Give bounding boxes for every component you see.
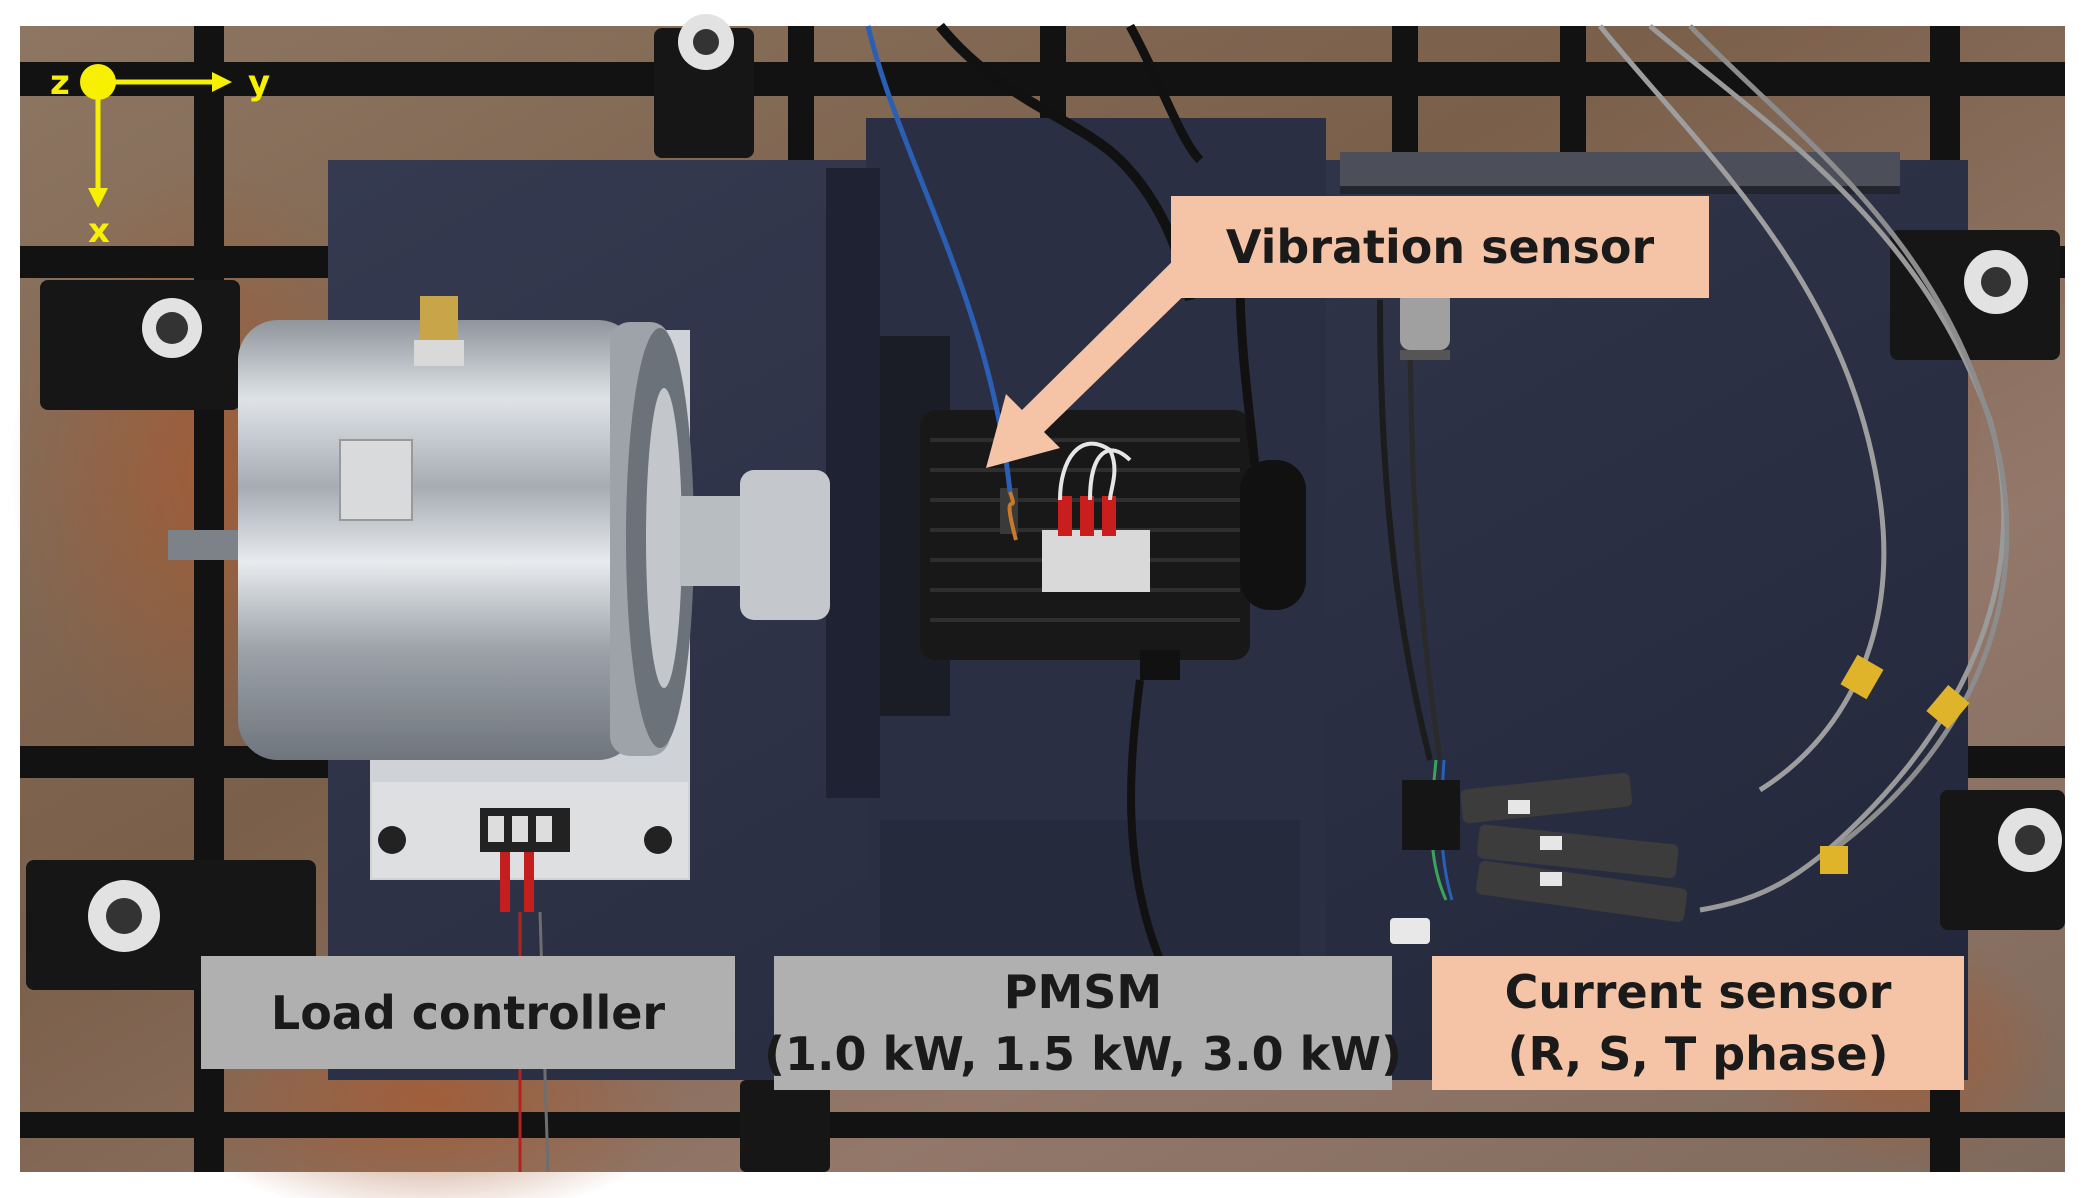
current-sensor-label: Current sensor (R, S, T phase) <box>1432 956 1964 1090</box>
load-controller-label-line-1: Load controller <box>270 985 666 1040</box>
load-controller-label: Load controller <box>201 956 735 1069</box>
current-sensor-label-line-2: (R, S, T phase) <box>1507 1027 1889 1081</box>
linear-guide-rail <box>1340 152 1900 186</box>
load-controller-unit <box>168 296 830 1173</box>
pmsm-motor <box>880 336 1306 716</box>
coordinate-axes-indicator <box>80 64 232 208</box>
cables <box>865 22 2010 962</box>
axis-label-y: y <box>248 63 271 103</box>
vibration-sensor-label: Vibration sensor <box>1171 196 1709 298</box>
pmsm-label-line-1: PMSM <box>1003 965 1163 1019</box>
current-sensor-probes <box>1390 290 1970 944</box>
vibration-sensor-label-line-1: Vibration sensor <box>1225 220 1655 274</box>
vibration-sensor-arrow <box>986 248 1206 468</box>
current-sensor-label-line-1: Current sensor <box>1504 965 1892 1019</box>
axis-label-x: x <box>88 211 110 251</box>
axis-label-z: z <box>50 63 70 103</box>
pmsm-label-line-2: (1.0 kW, 1.5 kW, 3.0 kW) <box>763 1027 1403 1081</box>
pmsm-label: PMSM (1.0 kW, 1.5 kW, 3.0 kW) <box>764 956 1402 1090</box>
